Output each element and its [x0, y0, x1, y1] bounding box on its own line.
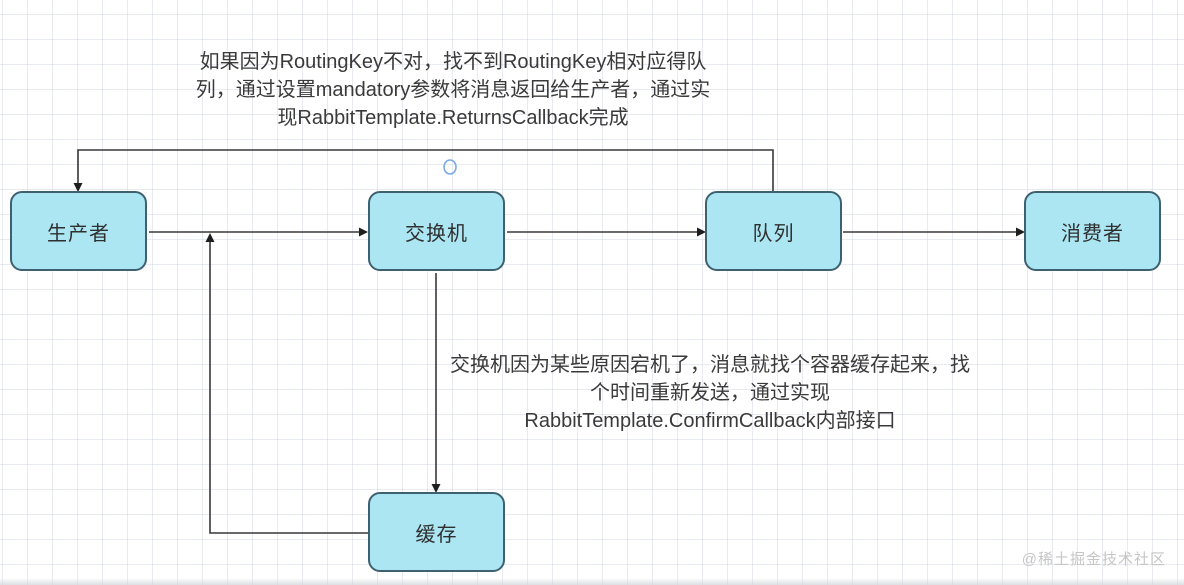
confirm-callback-note: 交换机因为某些原因宕机了，消息就找个容器缓存起来，找 个时间重新发送，通过实现 … — [420, 351, 1000, 435]
confirm-note-line-2: 个时间重新发送，通过实现 — [590, 382, 830, 404]
arrowhead-cache-join-line — [205, 233, 215, 242]
confirm-note-line-3: RabbitTemplate.ConfirmCallback内部接口 — [524, 410, 896, 432]
node-producer: 生产者 — [10, 191, 147, 271]
returns-note-line-2: 列，通过设置mandatory参数将消息返回给生产者，通过实 — [195, 79, 711, 101]
confirm-note-line-1: 交换机因为某些原因宕机了，消息就找个容器缓存起来，找 — [450, 354, 970, 376]
watermark-juejin-community: @稀土掘金技术社区 — [1021, 551, 1166, 568]
node-consumer: 消费者 — [1024, 191, 1161, 271]
node-queue: 队列 — [705, 191, 842, 271]
returns-callback-note: 如果因为RoutingKey不对，找不到RoutingKey相对应得队 列，通过… — [120, 48, 786, 132]
returns-note-line-1: 如果因为RoutingKey不对，找不到RoutingKey相对应得队 — [199, 51, 707, 73]
connector-queue-return-producer — [77, 149, 774, 191]
returns-note-line-3: 现RabbitTemplate.ReturnsCallback完成 — [277, 107, 629, 129]
connector-cache-resend — [209, 242, 368, 534]
small-circle-marker — [443, 159, 457, 175]
arrowhead-into-exchange — [359, 227, 368, 237]
node-cache: 缓存 — [368, 492, 505, 572]
screenshot-bottom-edge — [0, 578, 1184, 585]
node-exchange: 交换机 — [368, 191, 505, 271]
